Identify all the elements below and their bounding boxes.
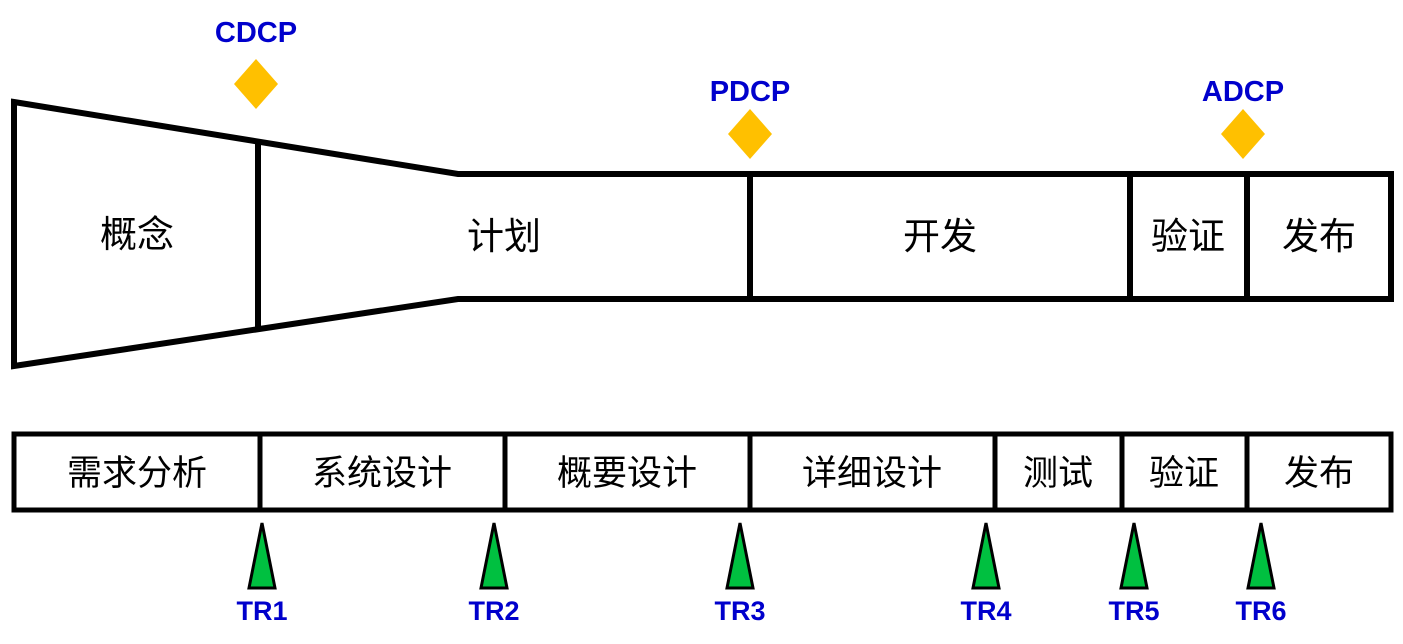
funnel: 概念 计划 开发 验证 发布 xyxy=(11,98,1394,370)
stage-label-verification: 验证 xyxy=(1149,454,1219,494)
stage-label-system-design: 系统设计 xyxy=(312,454,452,494)
decision-checkpoints: CDCP PDCP ADCP xyxy=(215,17,1284,159)
diamond-icon-adcp xyxy=(1221,109,1265,159)
triangle-icon-tr6 xyxy=(1246,522,1276,590)
stage-row-outline xyxy=(11,431,1394,513)
review-label-tr4: TR4 xyxy=(960,596,1011,626)
checkpoint-label-cdcp: CDCP xyxy=(215,17,297,49)
review-label-tr1: TR1 xyxy=(236,596,287,626)
stage-label-detailed-design: 详细设计 xyxy=(802,454,942,494)
checkpoint-label-adcp: ADCP xyxy=(1202,76,1284,108)
phase-label-concept: 概念 xyxy=(100,213,174,256)
stage-row: 需求分析 系统设计 概要设计 详细设计 测试 验证 发布 xyxy=(11,431,1394,513)
triangle-icon-tr3 xyxy=(725,522,755,590)
checkpoint-label-pdcp: PDCP xyxy=(710,76,791,108)
triangle-icon-tr4 xyxy=(971,522,1001,590)
phase-label-develop: 开发 xyxy=(903,215,977,258)
technical-reviews: TR1 TR2 TR3 TR4 TR5 TR6 xyxy=(236,522,1287,626)
triangle-icon-tr5 xyxy=(1119,522,1149,590)
diamond-icon-pdcp xyxy=(728,109,772,159)
stage-label-release: 发布 xyxy=(1284,454,1354,494)
triangle-icon-tr1 xyxy=(247,522,277,590)
triangle-icon-tr2 xyxy=(479,522,509,590)
diamond-icon-cdcp xyxy=(234,59,278,109)
stage-label-testing: 测试 xyxy=(1023,454,1093,494)
stage-label-preliminary-design: 概要设计 xyxy=(557,454,697,494)
review-label-tr3: TR3 xyxy=(714,596,765,626)
phase-label-release: 发布 xyxy=(1282,215,1356,258)
phase-label-verify: 验证 xyxy=(1151,215,1225,258)
funnel-outline xyxy=(11,98,1394,370)
stage-label-requirements: 需求分析 xyxy=(67,454,207,494)
review-label-tr2: TR2 xyxy=(468,596,519,626)
review-label-tr6: TR6 xyxy=(1235,596,1286,626)
review-label-tr5: TR5 xyxy=(1108,596,1159,626)
phase-label-plan: 计划 xyxy=(467,215,541,258)
